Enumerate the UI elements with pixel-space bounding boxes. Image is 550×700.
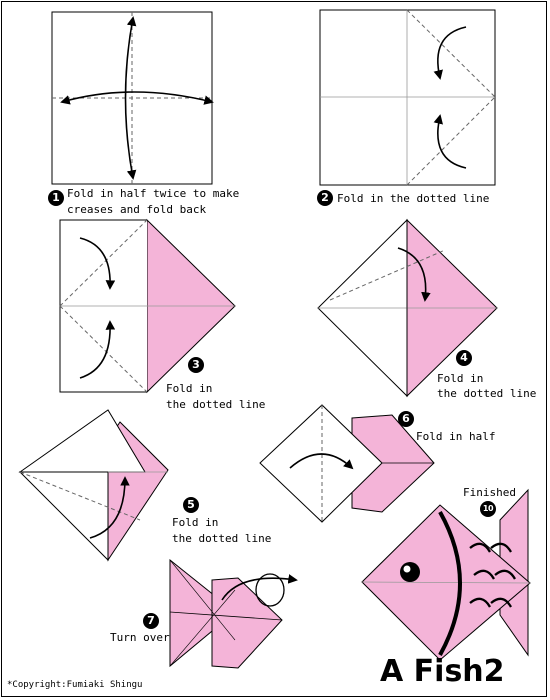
step-6-number: 6 — [398, 411, 414, 427]
step-3-figure — [59, 218, 236, 394]
step-6-figure — [259, 404, 435, 523]
step-4-instruction-line-2: the dotted line — [437, 387, 537, 400]
step-6-instruction: Fold in half — [416, 430, 496, 443]
step-2-figure — [319, 9, 496, 186]
step-1-figure — [51, 11, 214, 185]
step-2-instruction: Fold in the dotted line — [337, 192, 490, 205]
fold-arrow-bottom — [433, 114, 467, 169]
step-4-instruction-line-1: Fold in — [437, 372, 484, 385]
finished-fish — [361, 488, 531, 661]
step-7-instruction: Turn over — [110, 631, 170, 644]
step-7-number: 7 — [143, 613, 159, 629]
step-1-number: 1 — [48, 190, 64, 206]
step-5-instruction-line-2: the dotted line — [172, 532, 272, 545]
step-5-instruction-line-1: Fold in — [172, 516, 219, 529]
step-4-number: 4 — [456, 350, 472, 366]
copyright-notice: *Copyright:Fumiaki Shingu — [7, 680, 143, 690]
finished-label: Finished — [463, 486, 516, 499]
step-2-number: 2 — [317, 190, 333, 206]
step-7-figure — [169, 558, 298, 669]
step-3-instruction-line-2: the dotted line — [166, 398, 266, 411]
step-1-instruction-line-1: Fold in half twice to make — [67, 187, 240, 200]
step-5-number: 5 — [183, 497, 199, 513]
step-3-number: 3 — [188, 357, 204, 373]
step-4-figure — [317, 218, 498, 398]
step-5-figure — [18, 409, 169, 562]
step-1-instruction-line-2: creases and fold back — [67, 203, 207, 216]
step-3-instruction-line-1: Fold in — [166, 382, 213, 395]
diagram-title: A Fish2 — [380, 654, 505, 689]
step-10-number: 10 — [480, 501, 496, 517]
fold-arrow-horizontal — [60, 91, 214, 105]
fold-arrow-top — [433, 26, 467, 80]
